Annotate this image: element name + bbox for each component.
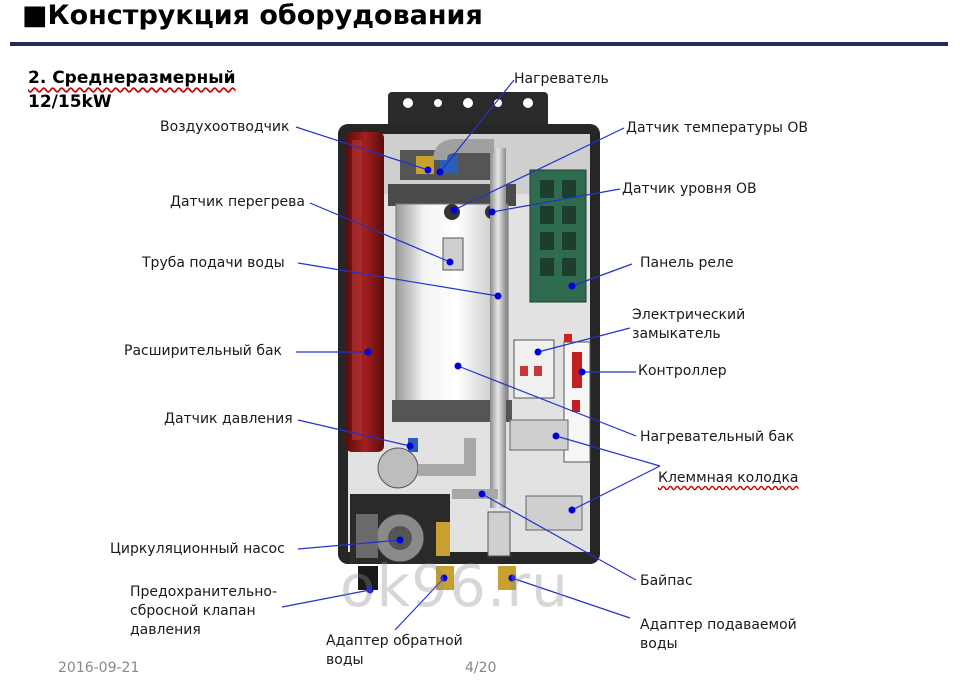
- label-controller: Контроллер: [638, 363, 727, 379]
- watermark: ok96.ru: [340, 552, 569, 620]
- label-contactor-line-2: замыкатель: [632, 326, 721, 342]
- label-terminal-block-text: Клеммная колодка: [658, 470, 799, 486]
- tank-flange: [388, 184, 516, 206]
- overheat-sensor-shape: [442, 237, 464, 271]
- marker-dots: [364, 166, 586, 594]
- tank-bottom: [392, 400, 512, 422]
- label-heater: Нагреватель: [514, 71, 609, 87]
- label-contactor: Электрический замыкатель: [632, 306, 745, 344]
- subtitle: 2. Среднеразмерный 12/15kW: [28, 66, 236, 114]
- label-contactor-line-1: Электрический: [632, 307, 746, 323]
- label-circ-pump: Циркуляционный насос: [110, 541, 285, 557]
- label-safety-valve: Предохранительно- сбросной клапан давлен…: [130, 583, 277, 640]
- label-level-sensor: Датчик уровня ОВ: [622, 181, 757, 197]
- label-expansion-tank: Расширительный бак: [124, 343, 283, 359]
- label-return-adapter-line-1: Адаптер обратной: [326, 633, 463, 649]
- footer-date: 2016-09-21: [58, 660, 140, 676]
- pipe-elbow: [433, 139, 494, 161]
- label-temp-sensor: Датчик температуры ОВ: [626, 120, 808, 136]
- label-return-adapter: Адаптер обратной воды: [326, 632, 463, 670]
- label-terminal-block: Клеммная колодка: [658, 469, 798, 488]
- label-heating-tank: Нагревательный бак: [640, 429, 795, 445]
- label-overheat-sensor: Датчик перегрева: [170, 194, 305, 210]
- label-supply-adapter-line-2: воды: [640, 636, 678, 652]
- supply-adapter-shape: [498, 566, 516, 590]
- label-safety-valve-line-1: Предохранительно-: [130, 584, 278, 600]
- supply-pipe-shape: [490, 148, 506, 508]
- bypass-valve: [487, 511, 511, 557]
- title-divider: [10, 42, 948, 46]
- relay-panel-shape: [529, 169, 587, 303]
- heating-tank-shape: [395, 203, 509, 403]
- label-relay-panel: Панель реле: [640, 255, 734, 271]
- page-title: ■Конструкция оборудования: [22, 0, 483, 31]
- label-supply-adapter-line-1: Адаптер подаваемой: [640, 617, 797, 633]
- label-air-vent: Воздухоотводчик: [160, 119, 290, 135]
- label-supply-pipe: Труба подачи воды: [142, 255, 285, 271]
- label-safety-valve-line-2: сбросной клапан: [130, 603, 256, 619]
- subtitle-line-2: 12/15kW: [28, 92, 112, 112]
- label-safety-valve-line-3: давления: [130, 622, 201, 638]
- return-pipe: [418, 438, 476, 476]
- leader-lines: [281, 79, 661, 631]
- mounting-bracket: [388, 92, 548, 132]
- pressure-gauge-shape: [377, 447, 419, 489]
- label-supply-adapter: Адаптер подаваемой воды: [640, 616, 797, 654]
- safety-valve-shape: [358, 566, 378, 590]
- subtitle-line-1: 2. Среднеразмерный: [28, 68, 236, 88]
- footer-page-number: 4/20: [465, 660, 497, 676]
- label-pressure-sensor: Датчик давления: [164, 411, 293, 427]
- label-return-adapter-line-2: воды: [326, 652, 364, 668]
- expansion-tank-shape: [346, 132, 384, 452]
- label-bypass: Байпас: [640, 573, 693, 589]
